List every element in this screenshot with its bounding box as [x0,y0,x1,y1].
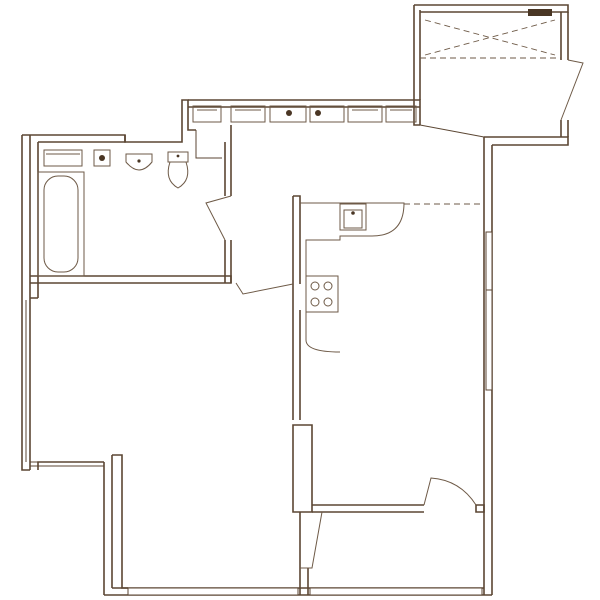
bathroom-right-wall [224,125,232,283]
bathroom-fixtures [37,149,189,277]
interior-walls [30,124,485,595]
bathroom-top-wall [22,134,126,143]
kitchen-left-wall [292,195,301,420]
bathroom-left-wall [30,142,39,299]
balcony-right-wall [560,12,569,137]
bedroom-door [235,282,294,295]
washing-machine [93,149,111,167]
bottom-window-1 [127,587,299,596]
windows [127,231,493,596]
left-outer-wall [21,135,31,471]
washbasin [125,153,153,171]
balcony-cross [424,19,556,56]
right-window-2 [485,289,493,391]
top-corridor-wall [188,99,421,125]
balcony-door [560,59,584,121]
bathroom-hall-top-wall [124,99,196,143]
right-outer-wall [483,136,569,595]
hall-divider-wall [312,504,424,513]
hall-door [423,477,477,506]
burner-3 [310,297,320,307]
burner-4 [323,297,333,307]
bedroom-hall-divider [299,512,309,595]
corridor-light-icon [286,110,292,116]
hall-right-pier [475,504,485,513]
bathroom-door [205,195,232,241]
kitchen-counter [300,202,405,353]
washing-machine-dot [99,155,105,161]
toilet-partition [195,130,222,159]
doors [205,59,584,569]
dashed-lines [404,9,561,205]
bathtub [37,171,85,277]
bedroom-left-lower-wall [37,454,128,595]
right-window-1 [485,231,493,291]
bedroom-lower-door [300,511,323,569]
corridor-light-icon-2 [315,110,321,116]
bottom-window-2 [309,587,483,596]
cooktop [305,275,339,313]
corridor-cabinets [192,105,417,123]
kitchen-sink-basin [343,209,363,229]
kitchen-partition-lower [292,424,313,513]
bathtub-inner [43,175,79,273]
kitchen-fixtures [300,202,405,353]
toilet [167,151,189,189]
burner-2 [323,281,333,291]
bedroom-left-window [25,300,104,467]
corridor-balcony-wall [419,124,485,138]
bathroom-shelf [43,149,83,167]
balcony-top-wall [414,4,569,13]
kitchen-sink [339,203,367,231]
balcony-left-wall [413,5,421,126]
kitchen-sink-drain [351,211,355,215]
toilet-dot [176,154,180,158]
burner-1 [310,281,320,291]
washbasin-drain [137,159,141,163]
bathroom-bottom-wall [30,275,232,284]
balcony-dark-block [528,9,552,16]
